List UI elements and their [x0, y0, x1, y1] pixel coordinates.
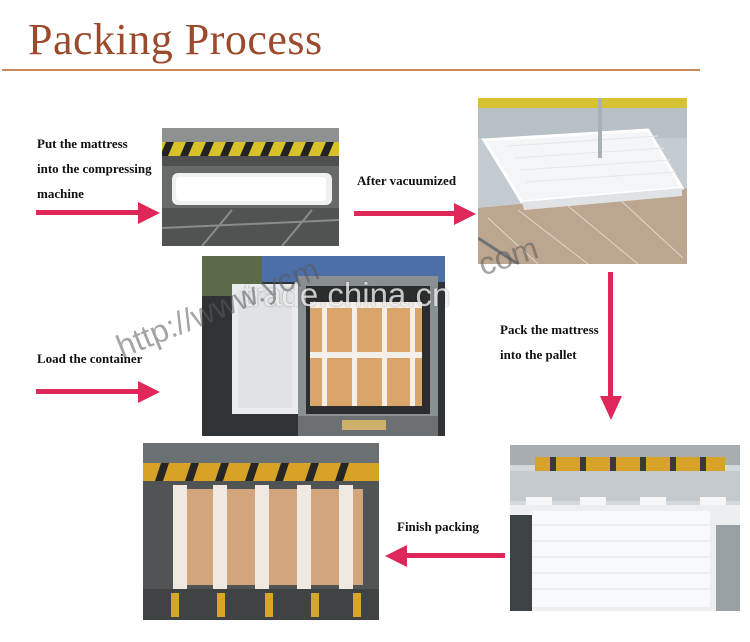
arrow-down [600, 272, 622, 422]
photo-compressing-machine [162, 128, 339, 246]
step-pallet-line2: into the pallet [500, 347, 577, 362]
step-pallet-label: Pack the mattress into the pallet [500, 317, 599, 367]
arrow-left [385, 545, 505, 567]
step-container-label: Load the container [37, 351, 143, 366]
watermark-trade: trade.china.cn [243, 276, 451, 313]
page-title: Packing Process [28, 15, 323, 64]
step-compress-label: Put the mattress into the compressing ma… [37, 131, 152, 206]
photo-finish-packing [143, 443, 379, 620]
step-finish-label: Finish packing [397, 519, 480, 534]
step-pallet-line1: Pack the mattress [500, 322, 599, 337]
step-compress-line3: machine [37, 186, 84, 201]
arrow-right-1 [36, 202, 160, 224]
title-divider [2, 69, 700, 71]
step-vacuum-label: After vacuumized [357, 173, 457, 188]
step-compress-line1: Put the mattress [37, 136, 128, 151]
arrow-right-2 [354, 203, 476, 225]
photo-pallet [510, 445, 740, 611]
arrow-right-3 [36, 381, 160, 403]
photo-load-container [202, 256, 445, 436]
photo-vacuumized-mattress [478, 98, 687, 264]
step-compress-line2: into the compressing [37, 161, 152, 176]
